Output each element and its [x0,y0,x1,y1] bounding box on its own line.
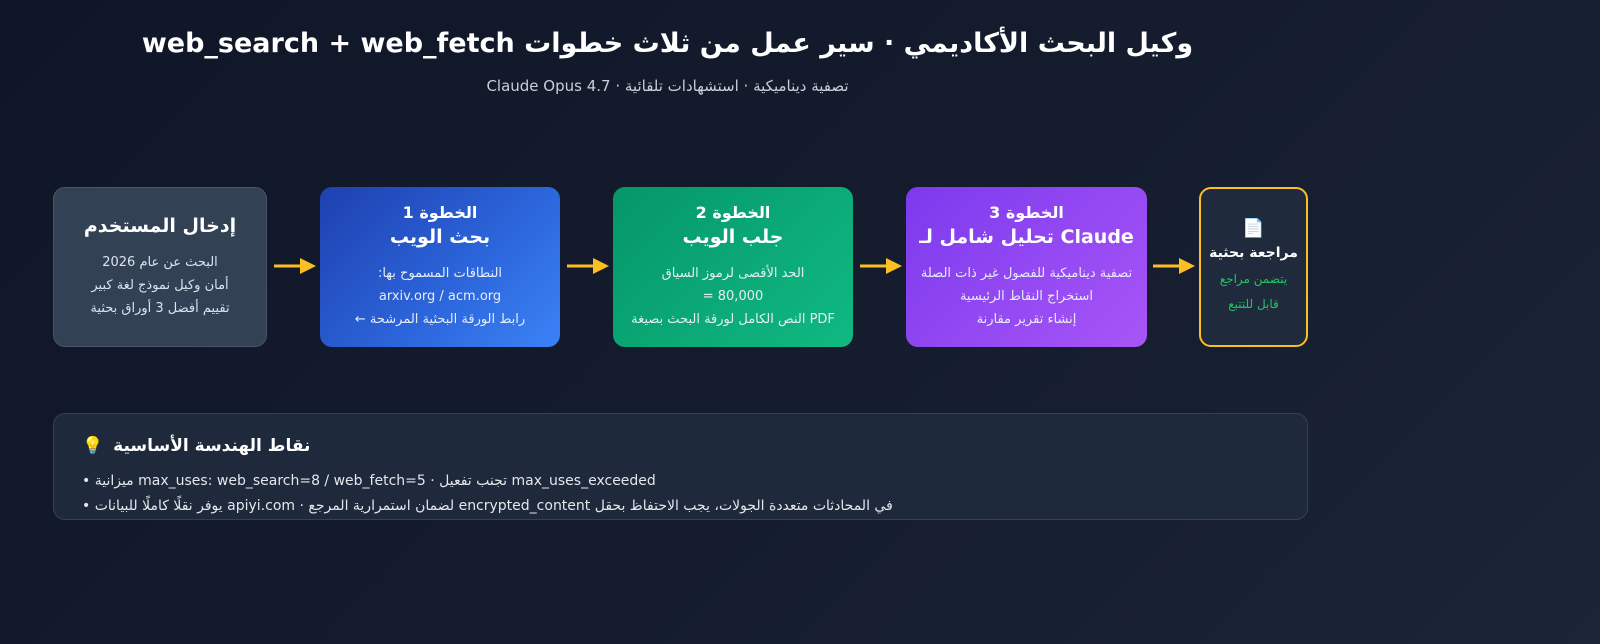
flow-arrow-icon [565,253,611,279]
engineering-notes-panel: 💡 نقاط الهندسة الأساسية • ميزانية max_us… [53,413,1308,520]
step3-line: استخراج النقاط الرئيسية [959,289,1094,304]
page-title: web_search + web_fetch وكيل البحث الأكاد… [141,28,1194,59]
step3-line: تصفية ديناميكية للفصول غير ذات الصلة [920,266,1133,281]
notes-bullet: • ميزانية max_uses: web_search=8 / web_f… [82,473,656,489]
flow-arrow-icon [272,253,318,279]
step1-label: الخطوة 1 [402,203,478,222]
step2-label: الخطوة 2 [695,203,771,222]
step1-web-search-box: الخطوة 1 بحث الويب النطاقات المسموح بها:… [320,187,560,347]
step1-line: النطاقات المسموح بها: [377,266,503,281]
step3-title: Claude تحليل شامل لـ [919,226,1134,248]
page-subtitle: Claude Opus 4.7 · تصفية ديناميكية · استش… [486,77,849,95]
step1-line: رابط الورقة البحثية المرشحة ← [354,312,526,327]
step2-title: جلب الويب [682,226,784,248]
user-input-line: البحث عن عام 2026 [102,254,218,270]
output-title: مراجعة بحثية [1209,244,1298,261]
step3-line: إنشاء تقرير مقارنة [976,312,1077,327]
step1-title: بحث الويب [389,226,491,248]
lightbulb-icon: 💡 [82,436,104,456]
user-input-line: تقييم أفضل 3 أوراق بحثية [90,300,230,316]
step3-analysis-box: الخطوة 3 Claude تحليل شامل لـ تصفية دينا… [906,187,1147,347]
notes-title: نقاط الهندسة الأساسية [113,436,311,456]
output-note: يتضمن مراجع [1219,271,1288,286]
step2-line: PDF النص الكامل لورقة البحث بصيغة [631,312,835,327]
notes-bullet: • يوفر نقلًا كاملًا للبيانات apiyi.com ·… [82,498,893,514]
document-icon: 📄 [1242,217,1265,239]
output-note: قابل للتتبع [1228,296,1279,311]
flow-arrow-icon [1151,253,1197,279]
user-input-line: أمان وكيل نموذج لغة كبير [91,277,229,293]
step2-web-fetch-box: الخطوة 2 جلب الويب الحد الأقصى لرموز الس… [613,187,853,347]
user-input-title: إدخال المستخدم [83,214,237,237]
step2-line: 80,000 = [702,289,764,304]
flow-arrow-icon [858,253,904,279]
step1-line: arxiv.org / acm.org [378,289,502,304]
output-review-box: 📄 مراجعة بحثية يتضمن مراجع قابل للتتبع [1199,187,1308,347]
user-input-box: إدخال المستخدم البحث عن عام 2026 أمان وك… [53,187,267,347]
step2-line: الحد الأقصى لرموز السياق [661,266,805,281]
notes-heading: 💡 نقاط الهندسة الأساسية [82,436,310,456]
step3-label: الخطوة 3 [989,203,1064,222]
